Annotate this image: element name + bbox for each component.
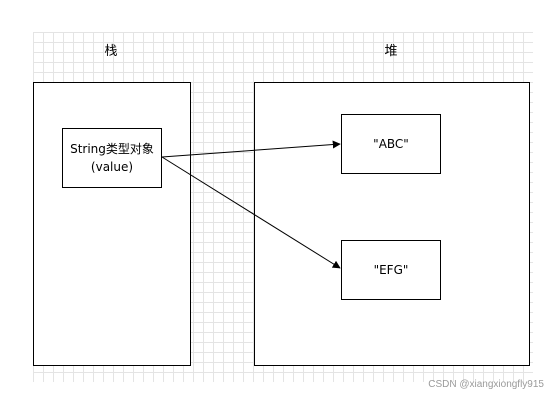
heap-value-abc: "ABC"	[341, 114, 441, 174]
heap-value-abc-text: "ABC"	[373, 137, 409, 151]
stack-label: 栈	[104, 44, 118, 59]
arrow-to-efg	[161, 156, 341, 269]
heap-value-efg: "EFG"	[341, 240, 441, 300]
string-object-box: String类型对象 (value)	[62, 128, 162, 188]
arrow-to-abc	[161, 140, 341, 158]
stack-panel	[33, 82, 191, 366]
csdn-watermark: CSDN @xiangxiongfly915	[428, 379, 544, 390]
heap-value-efg-text: "EFG"	[373, 263, 409, 277]
string-object-title: String类型对象	[70, 142, 154, 156]
heap-label: 堆	[384, 44, 398, 59]
string-object-value: (value)	[90, 160, 134, 174]
